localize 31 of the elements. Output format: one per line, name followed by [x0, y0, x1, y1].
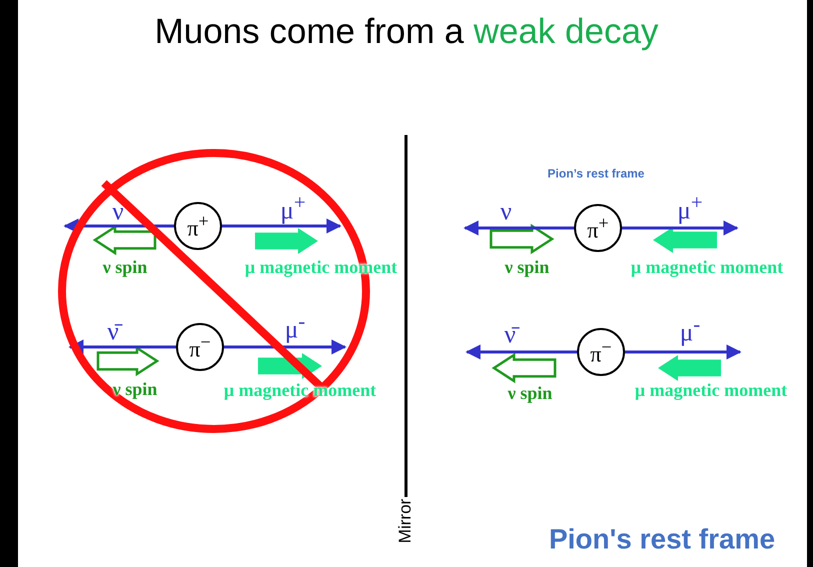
magnetic-moment-label: μ magnetic moment: [630, 258, 784, 278]
arrow: [625, 344, 742, 360]
particle-label: ν: [500, 198, 512, 226]
particle-circle: [174, 202, 222, 250]
arrow: [466, 344, 577, 360]
arrow: [464, 220, 574, 236]
magnetic-moment-label: μ magnetic moment: [634, 381, 788, 401]
particle-symbol: π$^{+}$: [587, 212, 609, 244]
frame-label: Pion’s rest frame: [548, 167, 644, 181]
frame-heading: Pion's rest frame: [548, 524, 776, 556]
particle-label: μ$^{+}$: [280, 191, 306, 225]
particle-circle: [574, 204, 622, 252]
particle-symbol: π$^{−}$: [590, 336, 612, 368]
spin-label: ν spin: [508, 384, 552, 404]
particle-label: μ$^{+}$: [677, 191, 703, 225]
mirror-label: Mirror: [396, 498, 416, 544]
particle-circle: [176, 323, 224, 371]
particle-label: μ$^{-}$: [680, 313, 700, 347]
particle-label: ν: [112, 198, 124, 226]
title: Muons come from a weak decay: [154, 12, 660, 52]
arrow: [68, 340, 176, 354]
arrow: [622, 220, 738, 236]
arrow: [224, 340, 346, 354]
arrow: [222, 218, 342, 234]
particle-circle: [577, 328, 625, 376]
particle-symbol: π$^{−}$: [189, 332, 211, 362]
particle-label: μ$^{-}$: [284, 310, 306, 344]
spin-label: ν spin: [504, 258, 550, 278]
spin-label: ν spin: [102, 258, 148, 278]
arrow: [64, 218, 174, 234]
particle-symbol: π$^{+}$: [187, 210, 209, 242]
